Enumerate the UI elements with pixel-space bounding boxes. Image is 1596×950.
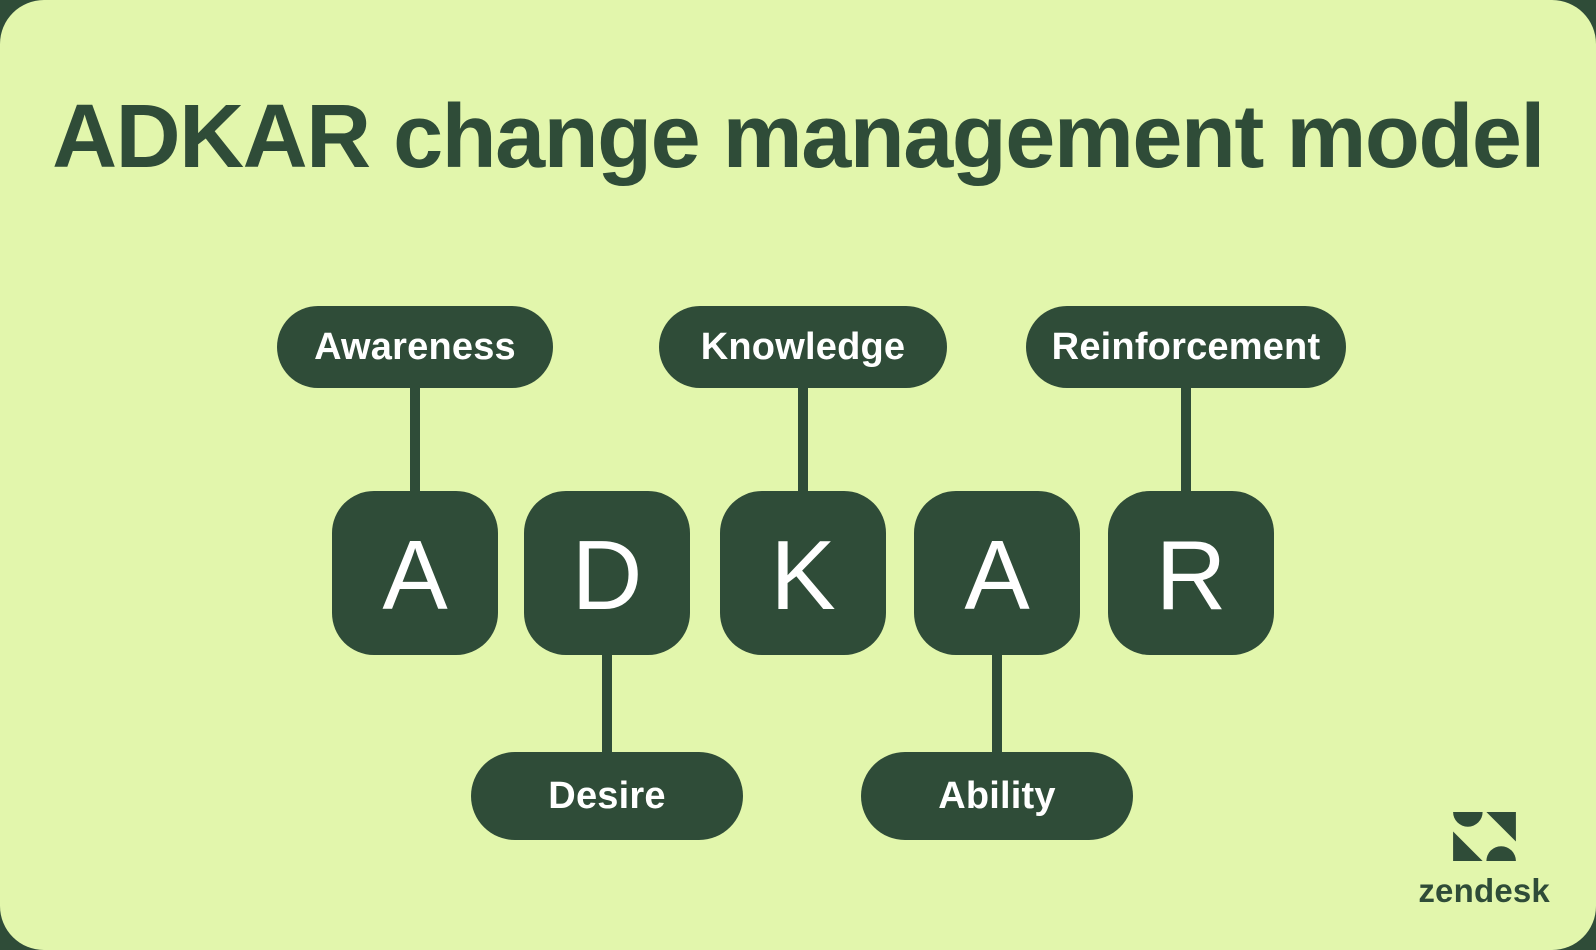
- label-pill-desire: Desire: [471, 752, 743, 840]
- label-awareness: Awareness: [314, 325, 516, 368]
- page-title: ADKAR change management model: [52, 87, 1545, 187]
- connector-line-knowledge: [798, 384, 808, 499]
- letter-box-k: K: [720, 491, 886, 655]
- letter-box-d: D: [524, 491, 690, 655]
- letter-box-a2: A: [914, 491, 1080, 655]
- label-desire: Desire: [548, 774, 666, 817]
- label-pill-awareness: Awareness: [277, 306, 553, 388]
- label-pill-reinforcement: Reinforcement: [1026, 306, 1346, 388]
- label-reinforcement: Reinforcement: [1051, 325, 1321, 368]
- letter-box-a1: A: [332, 491, 498, 655]
- zendesk-wordmark: zendesk: [1418, 872, 1550, 909]
- zendesk-logo: zendesk: [1418, 812, 1550, 910]
- label-ability: Ability: [938, 774, 1056, 817]
- label-pill-ability: Ability: [861, 752, 1133, 840]
- connector-line-ability: [992, 648, 1002, 756]
- connector-line-reinforcement: [1181, 384, 1191, 499]
- zendesk-logo-icon: [1452, 812, 1516, 861]
- label-knowledge: Knowledge: [700, 325, 906, 368]
- label-pill-knowledge: Knowledge: [659, 306, 947, 388]
- letter-box-r: R: [1108, 491, 1274, 655]
- connector-line-desire: [602, 648, 612, 756]
- connector-line-awareness: [410, 384, 420, 499]
